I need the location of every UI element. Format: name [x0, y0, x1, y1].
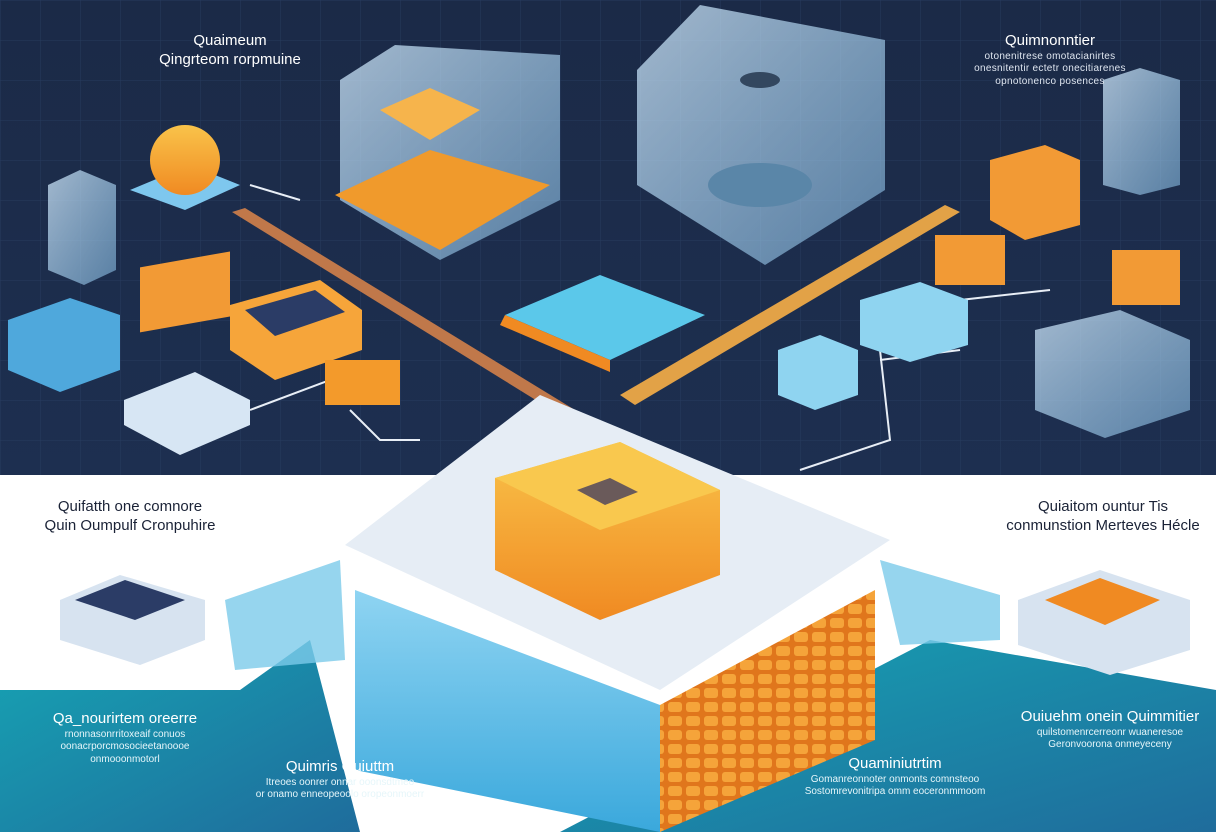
- label-title: Quaminiutrtim: [848, 755, 942, 772]
- label-bottom-center-left: Quimris Ouiuttm Itreoes oonrer onnar ooo…: [230, 758, 450, 802]
- label-line: otonenitrese omotacianirtes: [984, 50, 1116, 62]
- label-line: Gomanreonnoter onmonts comnsteoo: [810, 773, 980, 785]
- label-line: oonacrporcmosocieetanoooe: [60, 741, 190, 753]
- label-line: rnonnasonrritoxeaif conuos: [64, 728, 186, 740]
- label-top-left: Quaimeum Qingrteom rorpmuine: [130, 32, 330, 70]
- central-qubit-plate: [505, 275, 705, 360]
- glass-cube-right: [1103, 68, 1180, 195]
- label-line: Sostomrevonitripa omm eoceronmmoom: [804, 786, 986, 798]
- small-chip: [124, 372, 250, 455]
- label-bottom-right: Ouiuehm onein Quimmitier quilstomenrcerr…: [1010, 708, 1210, 752]
- glass-vessel-cube: [637, 5, 885, 265]
- label-title: Qa_nourirtem oreerre: [52, 710, 198, 727]
- label-subtitle: conmunstion Merteves Hécle: [1006, 516, 1200, 534]
- orange-sphere: [150, 125, 220, 195]
- orange-chip: [140, 251, 230, 333]
- label-bottom-left: Qa_nourirtem oreerre rnonnasonrritoxeaif…: [30, 710, 220, 766]
- label-title: Quifatth one comnore: [57, 498, 203, 515]
- label-line: Geronvoorona onmeyeceny: [1048, 739, 1172, 751]
- label-title: Ouiuehm onein Quimmitier: [1020, 708, 1200, 725]
- label-line: or onamo enneopeoolo oropeonmoerr: [255, 789, 425, 801]
- teal-background-left: [0, 640, 360, 832]
- label-line: onmooonmotorl: [90, 753, 160, 765]
- label-top-right: Quimnonntier otonenitrese omotacianirtes…: [950, 32, 1150, 88]
- label-subtitle: Quin Oumpulf Cronpuhire: [44, 516, 216, 534]
- glass-cube: [48, 170, 116, 285]
- label-title: Quimris Ouiuttm: [285, 758, 395, 775]
- chip-base-right: [660, 590, 875, 832]
- chip-base-left: [355, 590, 660, 832]
- label-subtitle: Qingrteom rorpmuine: [159, 50, 301, 68]
- label-title: Quiaitom ountur Tis: [1037, 498, 1169, 515]
- label-line: quilstomenrcerreonr wuaneresoe: [1036, 726, 1184, 738]
- label-title: Quaimeum: [193, 32, 267, 49]
- label-mid-right: Quiaitom ountur Tis conmunstion Merteves…: [990, 498, 1216, 536]
- label-mid-left: Quifatth one comnore Quin Oumpulf Cronpu…: [20, 498, 240, 536]
- blue-module: [8, 298, 120, 392]
- label-title: Quimnonntier: [1004, 32, 1096, 49]
- label-line: opnotonenco posences: [995, 75, 1105, 87]
- label-line: Itreoes oonrer onnar ooonsdtmeo: [265, 776, 415, 788]
- label-line: onesnitentir ectetr onecitiarenes: [974, 63, 1126, 75]
- label-bottom-center-right: Quaminiutrtim Gomanreonnoter onmonts com…: [775, 755, 1015, 799]
